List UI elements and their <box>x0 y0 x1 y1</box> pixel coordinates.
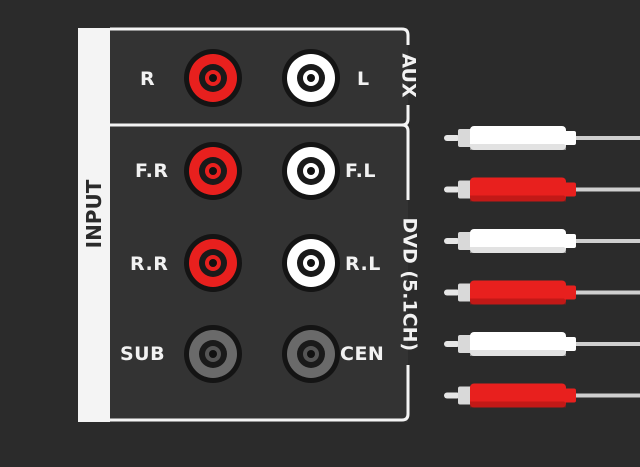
aux-bracket-top <box>401 27 410 45</box>
jack-label-rl: R.L <box>345 253 381 275</box>
rca-plug <box>444 332 640 356</box>
rca-plug <box>444 126 640 150</box>
jack-label-r: R <box>140 68 156 90</box>
rca-jack-fr[interactable] <box>183 141 243 201</box>
rca-jack-l[interactable] <box>281 48 341 108</box>
input-bar <box>78 28 110 422</box>
rca-plug <box>444 229 640 253</box>
dvd-bracket-bottom <box>401 365 410 422</box>
rca-jack-rl[interactable] <box>281 233 341 293</box>
rca-jack-rr[interactable] <box>183 233 243 293</box>
rca-plug <box>444 383 640 408</box>
jack-label-cen: CEN <box>340 343 385 365</box>
jack-label-sub: SUB <box>120 343 166 365</box>
rca-plug <box>444 177 640 202</box>
jack-label-fr: F.R <box>135 160 169 182</box>
jack-label-fl: F.L <box>345 160 377 182</box>
panel-body <box>110 28 408 422</box>
rca-jack-fl[interactable] <box>281 141 341 201</box>
rca-plug <box>444 280 640 305</box>
rca-jack-r[interactable] <box>183 48 243 108</box>
rca-jack-sub[interactable] <box>183 324 243 384</box>
jack-label-rr: R.R <box>130 253 169 275</box>
jack-label-l: L <box>357 68 370 90</box>
rca-jack-cen[interactable] <box>281 324 341 384</box>
dvd-bracket-top <box>401 123 410 200</box>
